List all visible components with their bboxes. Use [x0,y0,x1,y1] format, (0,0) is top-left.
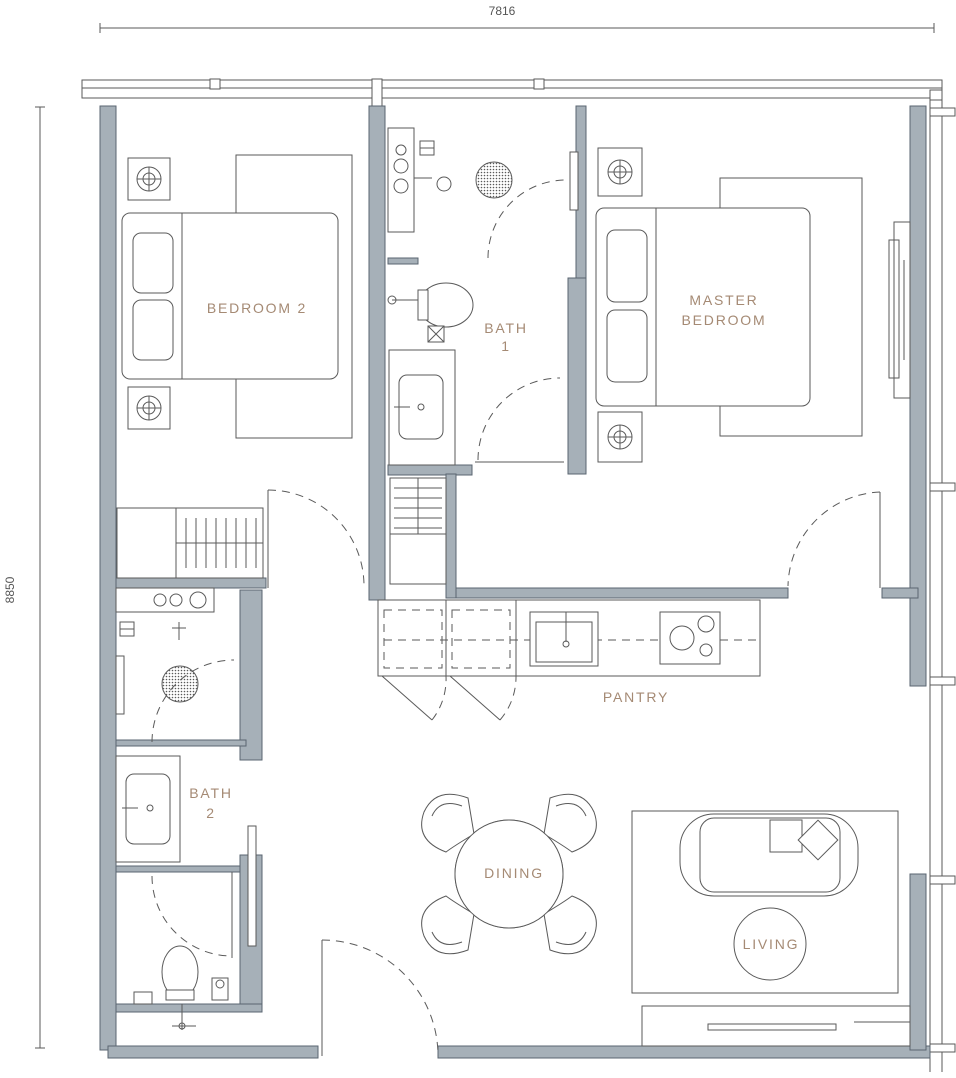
dining: DINING [421,793,597,955]
living-label: LIVING [743,936,800,952]
dining-chair-1 [421,793,475,853]
bath2-shower-drain [161,665,199,703]
height-dimension: 8850 [3,106,45,1049]
bedroom2-door[interactable] [267,489,365,588]
bath-2: BATH 2 [115,587,257,1030]
pantry-label: PANTRY [603,689,669,705]
master-bedroom: MASTER BEDROOM [595,147,911,588]
dining-label: DINING [484,865,544,881]
living-tv-console [641,1005,911,1047]
bath2-toilet [133,945,229,1030]
height-dimension-label: 8850 [3,576,17,603]
bath2-shower-door[interactable] [115,655,235,743]
dining-chair-3 [421,895,475,955]
bedroom2-nightstand-top [127,157,171,201]
bath1-vanity-top [387,127,452,233]
bath2-label-1: BATH [189,785,233,801]
bath1-shower-door[interactable] [487,151,579,259]
bedroom2-nightstand-bottom [127,386,171,430]
top-railing [81,78,943,107]
master-tv-console [888,221,911,399]
dining-chair-2 [543,793,597,853]
living: LIVING [631,810,911,1047]
master-bed [595,207,811,407]
master-nightstand-top [597,147,643,197]
bedroom2-bed [121,212,339,380]
walls [99,105,931,1059]
pantry-sink [529,611,599,667]
bath2-vanity-top [115,587,215,640]
bath2-label-2: 2 [206,805,216,821]
bedroom2-label: BEDROOM 2 [207,300,307,316]
entrance-door[interactable] [321,939,439,1057]
master-door[interactable] [787,491,881,588]
pantry-cabinet-2 [445,599,517,677]
pantry-hob [659,611,721,665]
bath1-sink [388,349,456,466]
bath1-label-2: 1 [501,338,511,354]
dining-chair-4 [543,895,597,955]
pantry: PANTRY [377,599,761,721]
bath-1: BATH 1 [387,127,579,466]
bath1-door[interactable] [475,377,564,463]
master-nightstand-bottom [597,411,643,463]
bath1-toilet [387,282,474,343]
living-rug [631,810,899,994]
width-dimension: 7816 [99,4,935,33]
bedroom2-wardrobe [116,507,264,579]
master-label-2: BEDROOM [682,312,767,328]
bath2-door[interactable] [151,825,257,958]
master-label-1: MASTER [689,292,758,308]
bedroom-2: BEDROOM 2 [121,154,353,439]
living-coffee-table [733,907,807,981]
width-dimension-label: 7816 [489,4,516,18]
living-sofa [679,813,859,897]
bath1-label-1: BATH [484,320,528,336]
bath2-sink [115,755,181,863]
pantry-doors[interactable] [381,675,517,721]
master-wardrobe [389,477,447,585]
right-railing [929,100,956,1072]
bath1-shower-drain [475,161,513,199]
